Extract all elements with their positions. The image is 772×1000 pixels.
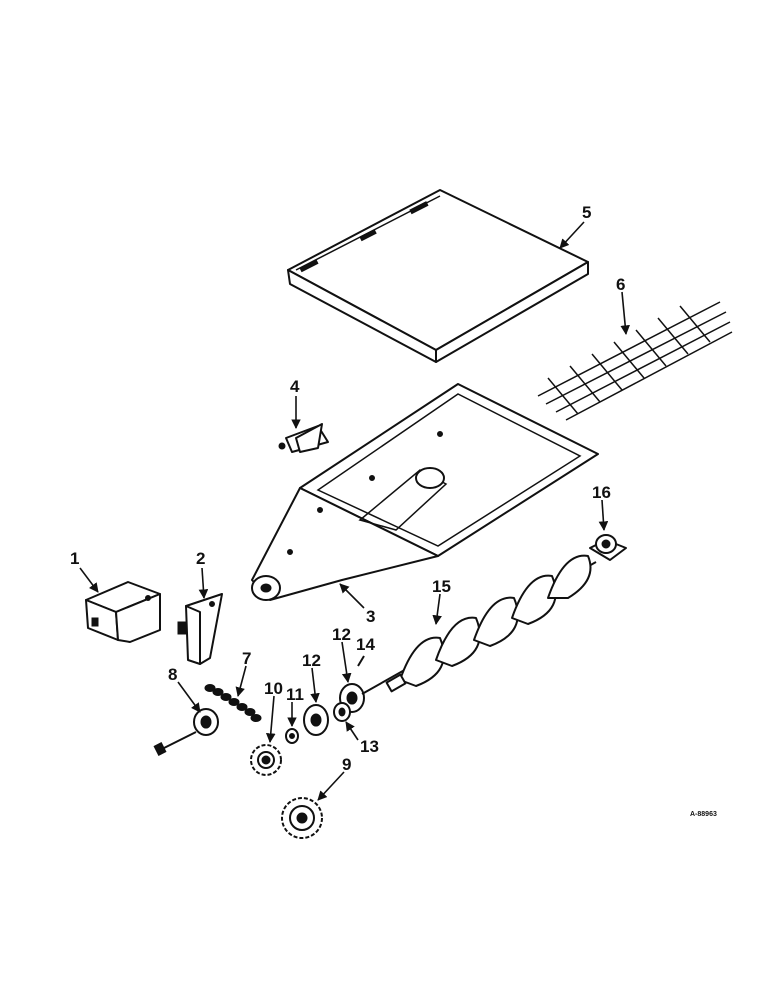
callout-9: 9	[342, 755, 351, 774]
callout-labels: 1 2 3 4 5 6 7 8 9 10 11 12 12 13 14 15 1…	[70, 203, 625, 774]
callout-3: 3	[366, 607, 375, 626]
callout-1: 1	[70, 549, 79, 568]
callout-13: 13	[360, 737, 379, 756]
bearing-flange-left	[303, 704, 329, 736]
idler-bushing-and-bolt	[153, 708, 219, 756]
callout-16: 16	[592, 483, 611, 502]
locking-collar	[333, 702, 351, 722]
mounting-plate	[177, 593, 223, 665]
hopper-lid	[287, 189, 589, 363]
callout-7: 7	[242, 649, 251, 668]
screen-grate	[537, 301, 733, 421]
large-sprocket	[281, 797, 323, 839]
auger	[361, 554, 597, 695]
callout-14: 14	[356, 635, 375, 654]
hopper-body	[251, 383, 599, 601]
drive-shield	[85, 581, 161, 643]
callout-8: 8	[168, 665, 177, 684]
callout-2: 2	[196, 549, 205, 568]
hopper-bracket	[278, 423, 329, 453]
callout-10: 10	[264, 679, 283, 698]
drive-chain	[204, 684, 262, 722]
end-bearing	[589, 534, 627, 561]
callout-6: 6	[616, 275, 625, 294]
callout-11: 11	[286, 685, 304, 704]
callout-4: 4	[290, 377, 300, 396]
callout-15: 15	[432, 577, 451, 596]
hex-nut	[285, 728, 299, 744]
callout-5: 5	[582, 203, 591, 222]
small-sprocket	[250, 744, 282, 776]
set-screw	[357, 655, 365, 667]
leader-lines	[79, 221, 630, 801]
callout-12-left: 12	[302, 651, 321, 670]
drawing-reference-code: A-88963	[690, 811, 717, 818]
callout-12-right: 12	[332, 625, 351, 644]
